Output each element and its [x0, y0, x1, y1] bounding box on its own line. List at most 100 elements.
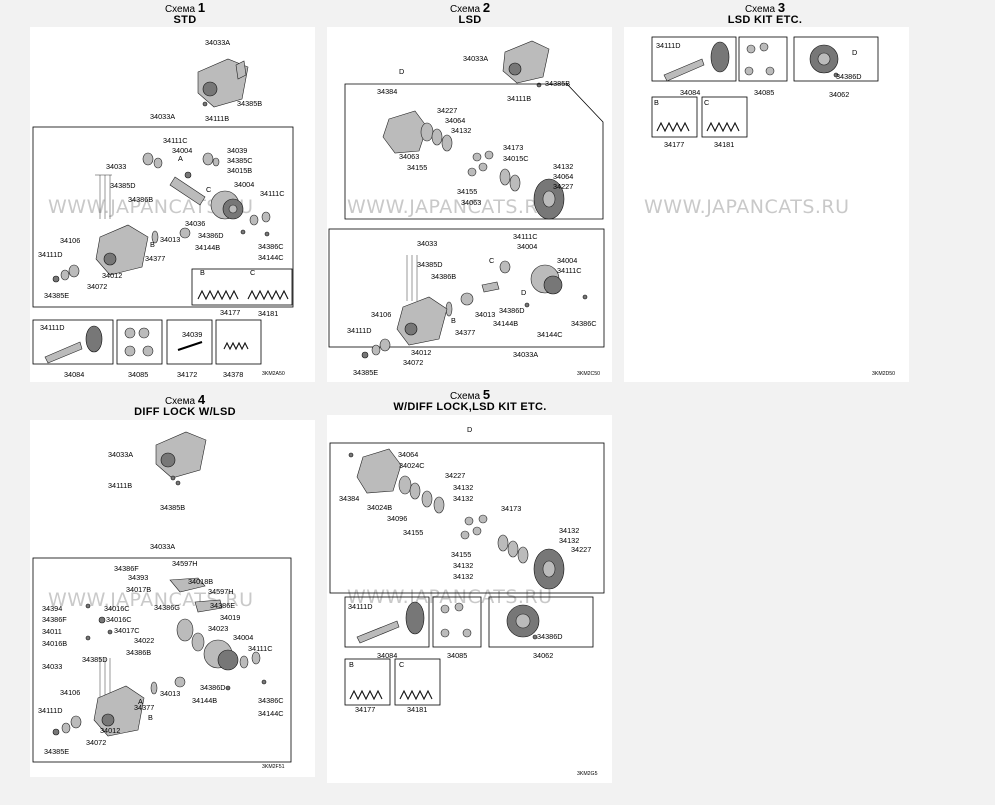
diff-case-icon[interactable] [506, 604, 540, 638]
spring-icon[interactable] [399, 689, 433, 701]
part-number-label[interactable]: 34062 [533, 651, 553, 660]
part-number-label[interactable]: 34386D [836, 72, 862, 81]
part-number-label[interactable]: 34385D [417, 260, 443, 269]
part-number-label[interactable]: 34004 [517, 242, 537, 251]
part-number-label[interactable]: 34012 [411, 348, 431, 357]
part-number-label[interactable]: 34227 [445, 471, 465, 480]
part-number-label[interactable]: 34013 [160, 689, 180, 698]
part-number-label[interactable]: 34385E [44, 747, 69, 756]
part-number-label[interactable]: 34106 [60, 236, 80, 245]
pinion-gear-icon[interactable] [356, 601, 425, 644]
part-number-label[interactable]: 34033A [463, 54, 488, 63]
part-number-label[interactable]: 34386D [200, 683, 226, 692]
ring-gear-icon[interactable] [210, 190, 244, 220]
part-number-label[interactable]: 34385D [110, 181, 136, 190]
part-number-label[interactable]: 34072 [87, 282, 107, 291]
part-number-label[interactable]: 34016C [106, 615, 132, 624]
part-number-label[interactable]: 34386C [258, 696, 284, 705]
part-number-label[interactable]: 34036 [185, 219, 205, 228]
part-number-label[interactable]: 34033A [150, 112, 175, 121]
part-number-label[interactable]: 34181 [714, 140, 734, 149]
part-number-label[interactable]: 34111D [347, 326, 371, 335]
part-number-label[interactable]: 34064 [553, 172, 573, 181]
part-number-label[interactable]: 34033A [205, 38, 230, 47]
part-number-label[interactable]: 34106 [371, 310, 391, 319]
part-number-label[interactable]: 34024B [367, 503, 392, 512]
diagram-title[interactable]: W/DIFF LOCK,LSD KIT ETC. [393, 401, 547, 413]
part-number-label[interactable]: 34017C [114, 626, 140, 635]
part-number-label[interactable]: 34386C [571, 319, 597, 328]
part-number-label[interactable]: 34012 [100, 726, 120, 735]
part-number-label[interactable]: 34386G [154, 603, 180, 612]
part-number-label[interactable]: 34004 [557, 256, 577, 265]
diagram-title[interactable]: LSD KIT ETC. [727, 14, 803, 26]
part-number-label[interactable]: 34377 [145, 254, 165, 263]
part-number-label[interactable]: 34085 [754, 88, 774, 97]
part-number-label[interactable]: 34386B [431, 272, 456, 281]
ring-gear-icon[interactable] [533, 548, 565, 590]
part-number-label[interactable]: 34011 [42, 627, 62, 636]
part-number-label[interactable]: 34013 [160, 235, 180, 244]
part-number-label[interactable]: 34386F [114, 564, 139, 573]
part-number-label[interactable]: 34085 [128, 370, 148, 379]
part-number-label[interactable]: 34385E [353, 368, 378, 377]
ring-gear-icon[interactable] [533, 178, 565, 220]
spider-gear-icon[interactable] [467, 150, 494, 177]
part-number-label[interactable]: 34227 [571, 545, 591, 554]
part-number-label[interactable]: 34111B [108, 481, 132, 490]
part-number-label[interactable]: 34155 [457, 187, 477, 196]
part-number-label[interactable]: 34072 [86, 738, 106, 747]
part-number-label[interactable]: 34106 [60, 688, 80, 697]
diff-case-icon[interactable] [530, 264, 563, 295]
part-number-label[interactable]: 34017B [126, 585, 151, 594]
part-number-label[interactable]: 34111B [507, 94, 531, 103]
part-number-label[interactable]: 34019 [220, 613, 240, 622]
part-number-label[interactable]: 34386B [126, 648, 151, 657]
part-number-label[interactable]: 34132 [559, 536, 579, 545]
part-number-label[interactable]: 34177 [355, 705, 375, 714]
part-number-label[interactable]: 34386D [499, 306, 525, 315]
part-number-label[interactable]: 34227 [437, 106, 457, 115]
part-number-label[interactable]: 34004 [233, 633, 253, 642]
part-number-label[interactable]: 34132 [553, 162, 573, 171]
diagram-title[interactable]: DIFF LOCK W/LSD [134, 406, 236, 418]
part-number-label[interactable]: 34096 [387, 514, 407, 523]
part-number-label[interactable]: 34377 [134, 703, 154, 712]
diff-case-icon[interactable] [382, 110, 428, 154]
part-number-label[interactable]: 34173 [503, 143, 523, 152]
part-number-label[interactable]: 34144B [192, 696, 217, 705]
part-number-label[interactable]: 34111D [656, 41, 680, 50]
part-number-label[interactable]: 34385C [227, 156, 253, 165]
spring-icon[interactable] [247, 289, 289, 301]
part-number-label[interactable]: 34155 [451, 550, 471, 559]
housing-lower-icon[interactable] [396, 296, 448, 346]
part-number-label[interactable]: 34385B [160, 503, 185, 512]
part-number-label[interactable]: 34111C [260, 189, 284, 198]
pinion-gear-icon[interactable] [169, 171, 206, 206]
part-number-label[interactable]: 34144C [258, 709, 284, 718]
part-number-label[interactable]: 34063 [461, 198, 481, 207]
part-number-label[interactable]: 34018B [188, 577, 213, 586]
part-number-label[interactable]: 34386B [128, 195, 153, 204]
part-number-label[interactable]: 34393 [128, 573, 148, 582]
part-number-label[interactable]: 34111C [163, 136, 187, 145]
part-number-label[interactable]: 34111C [513, 232, 537, 241]
carrier-housing-icon[interactable] [155, 431, 207, 479]
part-number-label[interactable]: 34386D [537, 632, 563, 641]
part-number-label[interactable]: 34181 [258, 309, 278, 318]
part-number-label[interactable]: 34111D [38, 250, 62, 259]
part-number-label[interactable]: 34377 [455, 328, 475, 337]
part-number-label[interactable]: 34016B [42, 639, 67, 648]
part-number-label[interactable]: 34386F [42, 615, 67, 624]
part-number-label[interactable]: 34064 [445, 116, 465, 125]
side-gear-icon[interactable] [124, 327, 154, 357]
part-number-label[interactable]: 34181 [407, 705, 427, 714]
part-number-label[interactable]: 34144B [195, 243, 220, 252]
part-number-label[interactable]: 34085 [447, 651, 467, 660]
spring-icon[interactable] [197, 289, 239, 301]
part-number-label[interactable]: 34144B [493, 319, 518, 328]
